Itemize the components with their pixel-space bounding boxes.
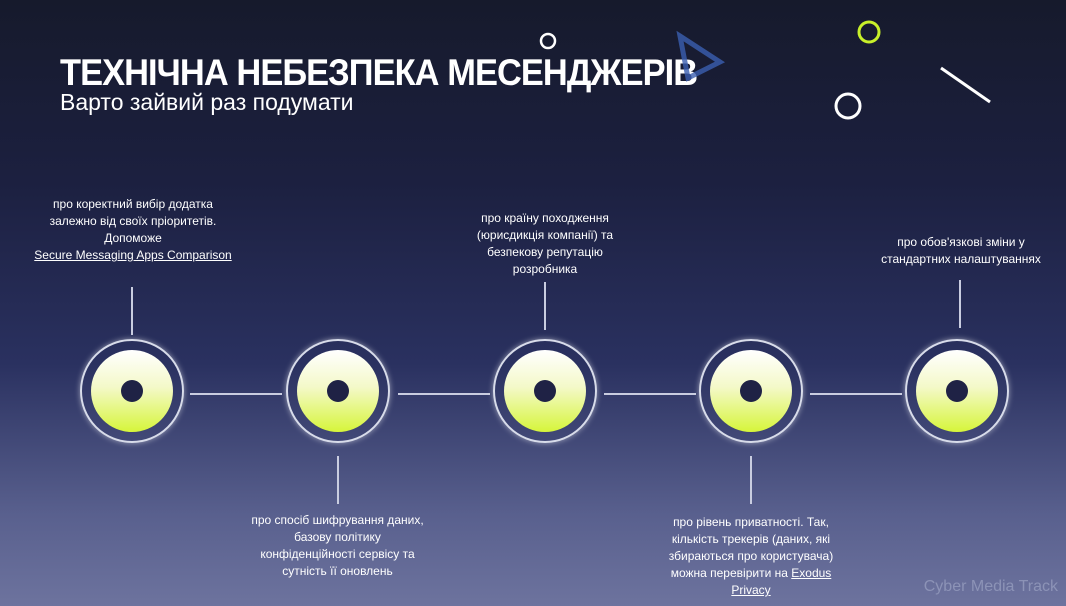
step-1-body: про коректний вибір додатка залежно від … (49, 197, 217, 245)
secure-messaging-link[interactable]: Secure Messaging Apps Comparison (34, 248, 232, 262)
step-3-text: про країну походження (юрисдикція компан… (476, 211, 614, 276)
slide-subtitle: Варто зайвий раз подумати (60, 89, 354, 115)
diagonal-line-icon (940, 66, 991, 104)
pointer-line (750, 456, 752, 504)
exodus-privacy-link[interactable]: Exodus Privacy (731, 566, 832, 597)
decorative-shapes (539, 20, 991, 120)
small-ring-icon (539, 32, 557, 50)
timeline-node-2 (286, 339, 390, 443)
connector-line (190, 393, 282, 395)
green-ring-icon (857, 20, 881, 44)
watermark: Cyber Media Track (923, 578, 1058, 595)
connector-line (398, 393, 490, 395)
connector-line (810, 393, 902, 395)
step-5-text: про обов'язкові зміни у стандартних нала… (881, 235, 1041, 266)
step-1-text: про коректний вибір додатка залежно від … (33, 196, 233, 264)
connector-line (604, 393, 696, 395)
timeline-node-3 (493, 339, 597, 443)
slide-title: ТЕХНІЧНА НЕБЕЗПЕКА МЕСЕНДЖЕРІВ (60, 52, 698, 93)
pointer-line (544, 282, 546, 330)
pointer-line (337, 456, 339, 504)
triangle-icon (676, 30, 726, 82)
timeline-node-5 (905, 339, 1009, 443)
step-2-text: про спосіб шифрування даних, базову полі… (251, 513, 424, 578)
pointer-line (131, 287, 133, 335)
white-ring-icon (834, 92, 862, 120)
step-4-text: про рівень приватності. Так, кількість т… (665, 514, 837, 599)
step-4-body: про рівень приватності. Так, кількість т… (668, 515, 834, 580)
timeline-node-4 (699, 339, 803, 443)
timeline-node-1 (80, 339, 184, 443)
pointer-line (959, 280, 961, 328)
